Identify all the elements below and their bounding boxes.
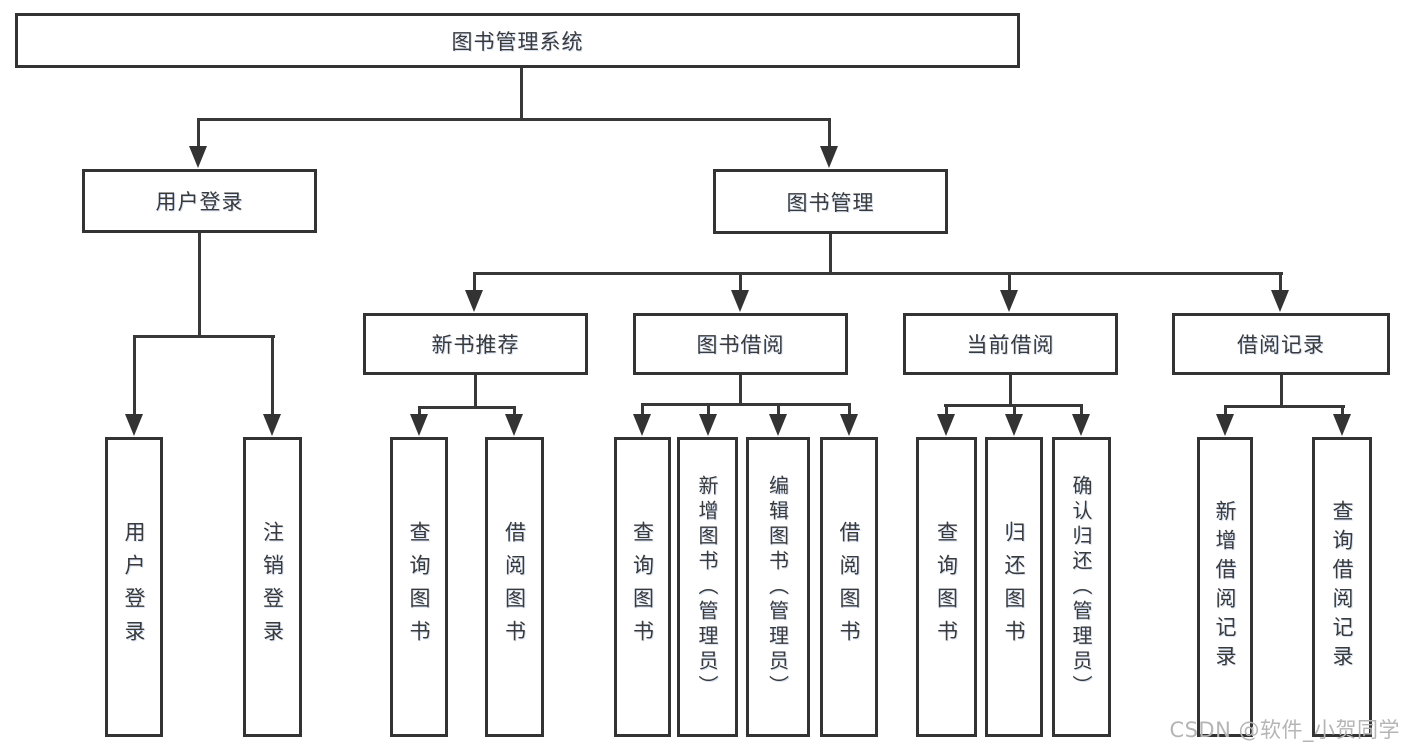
arrowhead-down-icon [1005, 414, 1023, 436]
arrowhead-down-icon [731, 290, 749, 312]
leaf-query-books-borrowing: 查询图书 [614, 437, 671, 737]
arrowhead-down-icon [505, 414, 523, 436]
arrowhead-down-icon [410, 414, 428, 436]
connector-line [1280, 375, 1283, 408]
arrowhead-down-icon [465, 290, 483, 312]
leaf-query-books-recommend: 查询图书 [390, 437, 448, 737]
connector-line [133, 335, 136, 416]
connector-line [1224, 405, 1345, 408]
connector-line [133, 335, 275, 338]
arrowhead-down-icon [769, 414, 787, 436]
connector-line [520, 66, 523, 120]
node-new-book-recommend: 新书推荐 [363, 313, 588, 375]
connector-line [419, 406, 516, 409]
connector-line [829, 234, 832, 274]
arrowhead-down-icon [1333, 414, 1351, 436]
node-user-login: 用户登录 [82, 169, 317, 233]
connector-line [945, 404, 948, 416]
connector-line [1009, 375, 1012, 407]
connector-line [513, 406, 516, 420]
connector-line [473, 272, 476, 292]
arrowhead-down-icon [1000, 290, 1018, 312]
connector-line [1008, 272, 1011, 292]
arrowhead-down-icon [699, 414, 717, 436]
connector-line [271, 335, 274, 416]
leaf-return-books: 归还图书 [985, 437, 1043, 737]
arrowhead-down-icon [1072, 414, 1090, 436]
leaf-query-borrow-record: 查询借阅记录 [1312, 437, 1372, 737]
arrowhead-down-icon [937, 414, 955, 436]
connector-line [473, 272, 1283, 275]
connector-line [739, 375, 742, 406]
arrowhead-down-icon [263, 414, 281, 436]
connector-line [739, 272, 742, 292]
leaf-query-books-current: 查询图书 [916, 437, 977, 737]
csdn-watermark: CSDN @软件_小贺同学 [1169, 718, 1400, 742]
arrowhead-down-icon [1271, 290, 1289, 312]
connector-line [707, 403, 710, 416]
connector-line [777, 403, 780, 416]
leaf-add-books-admin: 新增图书（管理员） [677, 437, 738, 737]
connector-line [198, 233, 201, 337]
leaf-confirm-return-admin: 确认归还（管理员） [1052, 437, 1111, 737]
leaf-edit-books-admin: 编辑图书（管理员） [746, 437, 810, 737]
arrowhead-down-icon [840, 414, 858, 436]
connector-line [1013, 404, 1016, 416]
connector-line [474, 375, 477, 408]
connector-line [1080, 404, 1083, 416]
connector-line [848, 403, 851, 416]
arrowhead-down-icon [820, 146, 838, 168]
connector-line [1341, 405, 1344, 416]
node-borrowing-records: 借阅记录 [1172, 313, 1390, 375]
connector-line [197, 118, 831, 121]
connector-line [1224, 405, 1227, 416]
leaf-logout: 注销登录 [243, 437, 302, 737]
connector-line [1279, 272, 1282, 292]
node-book-borrowing: 图书借阅 [633, 313, 848, 375]
leaf-borrow-books-recommend: 借阅图书 [485, 437, 544, 737]
arrowhead-down-icon [125, 414, 143, 436]
connector-line [641, 403, 851, 406]
connector-line [418, 406, 421, 420]
leaf-add-borrow-record: 新增借阅记录 [1197, 437, 1253, 737]
node-current-borrowing: 当前借阅 [903, 313, 1118, 375]
arrowhead-down-icon [189, 146, 207, 168]
arrowhead-down-icon [633, 414, 651, 436]
leaf-borrow-books-borrowing: 借阅图书 [820, 437, 878, 737]
connector-line [197, 118, 200, 150]
leaf-user-login: 用户登录 [105, 437, 163, 737]
node-book-management: 图书管理 [713, 169, 948, 234]
node-book-system: 图书管理系统 [15, 13, 1020, 68]
arrowhead-down-icon [1216, 414, 1234, 436]
connector-line [641, 403, 644, 416]
connector-line [828, 118, 831, 150]
